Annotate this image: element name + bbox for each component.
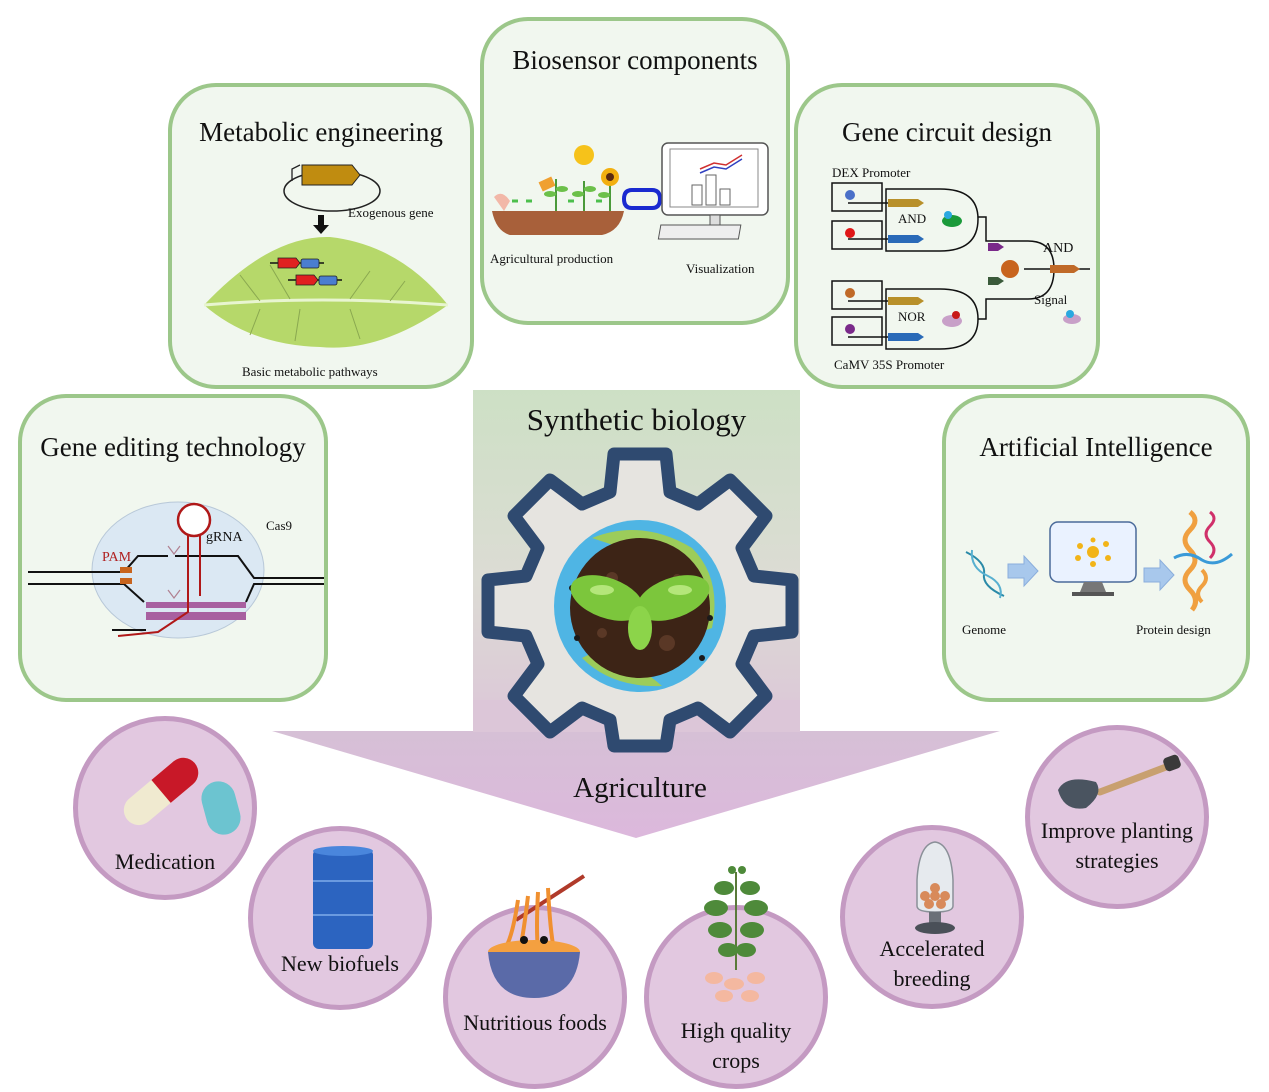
panel-gene-circuit-design: Gene circuit design DEX Promoter AND NOR… — [794, 83, 1100, 389]
gene-circuit-diagram — [831, 182, 1090, 350]
oil-barrel-icon — [313, 846, 373, 949]
application-label: strategies — [1075, 848, 1159, 873]
application-medication: Medication — [73, 716, 257, 900]
application-label: breeding — [893, 966, 971, 991]
nor-gate-label: NOR — [898, 309, 926, 324]
application-improve-planting-strategies: Improve planting strategies — [1025, 725, 1209, 909]
noodle-bowl-icon — [488, 874, 586, 998]
panel-title: Artificial Intelligence — [979, 432, 1213, 462]
monitor-chart-icon — [657, 142, 769, 240]
panel-title: Gene editing technology — [40, 432, 306, 462]
application-label: Medication — [114, 849, 216, 874]
genome-label: Genome — [962, 622, 1007, 637]
panel-biosensor-components: Biosensor components Agricultural produc… — [480, 17, 790, 325]
application-label: Nutritious foods — [463, 1010, 607, 1035]
panel-title: Metabolic engineering — [199, 117, 443, 147]
application-nutritious-foods: Nutritious foods — [443, 905, 627, 1089]
agriculture-label: Agriculture — [573, 772, 707, 804]
application-label: High quality — [680, 1018, 792, 1043]
agricultural-production-icon — [492, 145, 624, 235]
pill-capsule-icon — [123, 757, 241, 835]
down-arrow-icon — [313, 215, 329, 234]
panel-title: Biosensor components — [512, 45, 758, 75]
application-accelerated-breeding: Accelerated breeding — [840, 825, 1024, 1009]
earth-sprout-icon — [554, 520, 726, 692]
center-title: Synthetic biology — [526, 402, 747, 437]
and-output-label: AND — [1043, 241, 1074, 256]
crispr-cas9-diagram — [28, 501, 324, 639]
plasmid-gene-icon — [283, 164, 381, 212]
application-label: Improve planting — [1040, 818, 1194, 843]
grna-label: gRNA — [206, 530, 243, 545]
protein-structure-icon — [1173, 510, 1233, 612]
panel-gene-editing-technology: Gene editing technology PAM gRNA Cas9 — [18, 394, 328, 702]
cas9-label: Cas9 — [266, 518, 292, 533]
refresh-cycle-icon — [621, 188, 663, 210]
right-arrow-icon — [1007, 554, 1039, 588]
application-label: Accelerated — [879, 936, 985, 961]
visualization-label: Visualization — [686, 261, 755, 276]
pam-label: PAM — [102, 550, 132, 565]
panel-artificial-intelligence: Artificial Intelligence Genome Protein d… — [942, 394, 1250, 702]
agricultural-production-label: Agricultural production — [490, 251, 614, 266]
leaf-icon — [203, 236, 449, 348]
right-arrow-icon — [1143, 558, 1175, 592]
potato-plant-icon — [704, 866, 768, 1002]
seed-jar-icon — [915, 841, 955, 934]
protein-design-label: Protein design — [1136, 622, 1211, 637]
dex-promoter-label: DEX Promoter — [832, 165, 911, 180]
computer-ai-icon — [1049, 521, 1137, 596]
trowel-icon — [1058, 754, 1181, 809]
application-label: crops — [712, 1048, 760, 1073]
signal-label: Signal — [1034, 292, 1068, 307]
panel-metabolic-engineering: Metabolic engineering Exogenous gene Bas… — [168, 83, 474, 389]
application-high-quality-crops: High quality crops — [644, 905, 828, 1089]
camv-promoter-label: CaMV 35S Promoter — [834, 357, 945, 372]
application-new-biofuels: New biofuels — [248, 826, 432, 1010]
exogenous-gene-label: Exogenous gene — [348, 205, 434, 220]
and-gate-label: AND — [898, 211, 927, 226]
panel-title: Gene circuit design — [842, 117, 1052, 147]
dna-helix-icon — [965, 549, 1005, 599]
application-label: New biofuels — [281, 951, 399, 976]
basic-metabolic-pathways-label: Basic metabolic pathways — [242, 364, 378, 379]
